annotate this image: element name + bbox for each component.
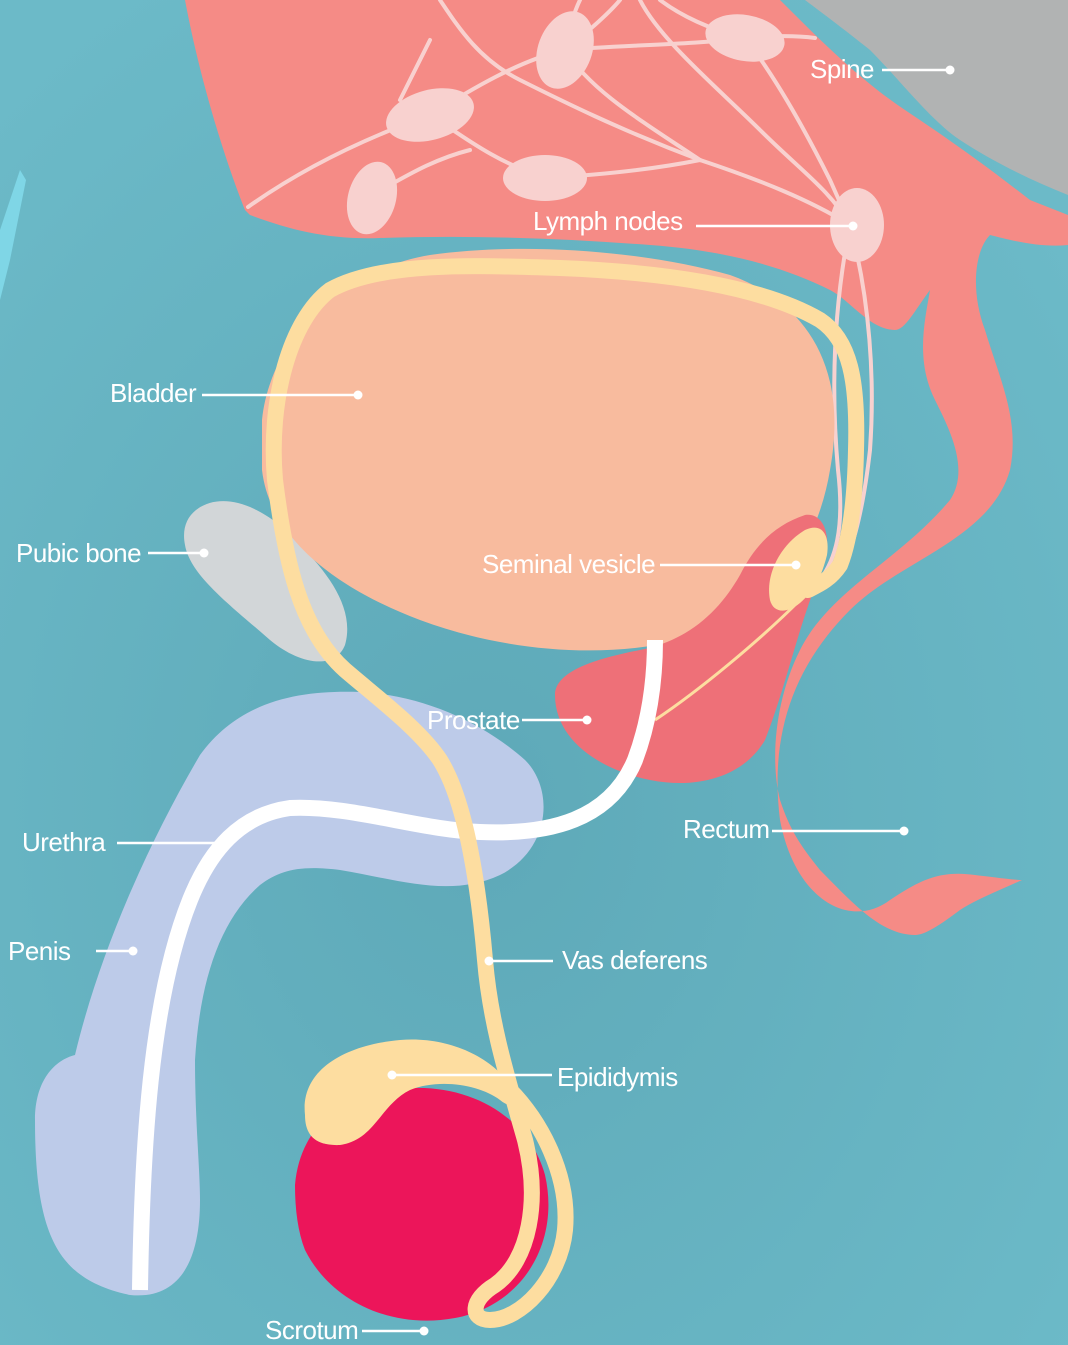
label-penis-text: Penis — [8, 936, 71, 966]
label-penis-dot — [129, 947, 138, 956]
label-prostate-dot — [583, 716, 592, 725]
label-urethra-text: Urethra — [22, 827, 106, 857]
label-spine-dot — [946, 66, 955, 75]
label-epididymis-text: Epididymis — [557, 1062, 678, 1092]
label-spine-text: Spine — [810, 54, 874, 84]
label-prostate-text: Prostate — [427, 705, 520, 735]
label-seminal-vesicle-text: Seminal vesicle — [482, 549, 655, 579]
label-scrotum-dot — [420, 1327, 429, 1336]
label-bladder-dot — [354, 391, 363, 400]
label-pubic-bone-dot — [200, 549, 209, 558]
label-bladder-text: Bladder — [110, 378, 197, 408]
label-rectum-dot — [900, 827, 909, 836]
label-lymph-nodes-dot — [849, 222, 858, 231]
label-rectum-text: Rectum — [683, 814, 770, 844]
label-scrotum-text: Scrotum — [265, 1315, 358, 1345]
label-pubic-bone-text: Pubic bone — [16, 538, 141, 568]
label-seminal-vesicle-dot — [792, 561, 801, 570]
label-vas-deferens-text: Vas deferens — [562, 945, 708, 975]
label-lymph-nodes-text: Lymph nodes — [533, 206, 683, 236]
label-urethra-dot — [220, 839, 229, 848]
